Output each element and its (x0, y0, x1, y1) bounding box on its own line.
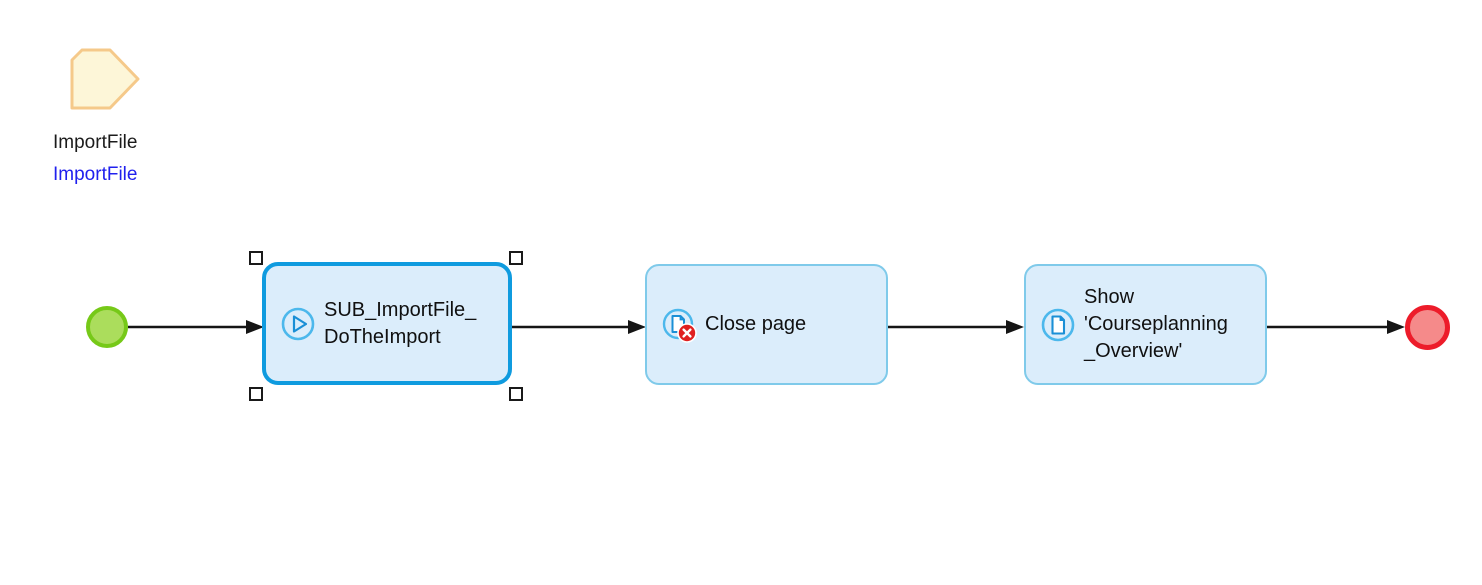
node-close-page[interactable]: Close page (645, 264, 888, 385)
annotation-link-label[interactable]: ImportFile (53, 164, 138, 185)
node-label: SUB_ImportFile_ DoTheImport (324, 298, 477, 348)
start-terminator[interactable] (86, 306, 128, 348)
connector-sub-to-close-page[interactable] (512, 320, 646, 334)
handle-bottom-right[interactable] (509, 387, 523, 401)
node-label: Close page (705, 313, 807, 335)
connector-close-page-to-show[interactable] (888, 320, 1024, 334)
close-page-icon (661, 307, 697, 343)
connector-show-to-end[interactable] (1267, 320, 1405, 334)
node-label: Show 'Courseplanning _Overview' (1084, 286, 1228, 362)
play-circle-icon (280, 306, 316, 342)
annotation-label: ImportFile (53, 132, 138, 153)
node-show-courseplanning-overview[interactable]: Show 'Courseplanning _Overview' (1024, 264, 1267, 385)
handle-bottom-left[interactable] (249, 387, 263, 401)
annotation-group[interactable]: ImportFile ImportFile (53, 48, 253, 198)
handle-top-left[interactable] (249, 251, 263, 265)
end-terminator[interactable] (1405, 305, 1450, 350)
node-sub-importfile-dotheimport[interactable]: SUB_ImportFile_ DoTheImport (262, 262, 512, 385)
parameter-pentagon-icon[interactable] (70, 48, 140, 110)
handle-top-right[interactable] (509, 251, 523, 265)
connector-start-to-sub[interactable] (128, 320, 264, 334)
page-icon (1040, 307, 1076, 343)
